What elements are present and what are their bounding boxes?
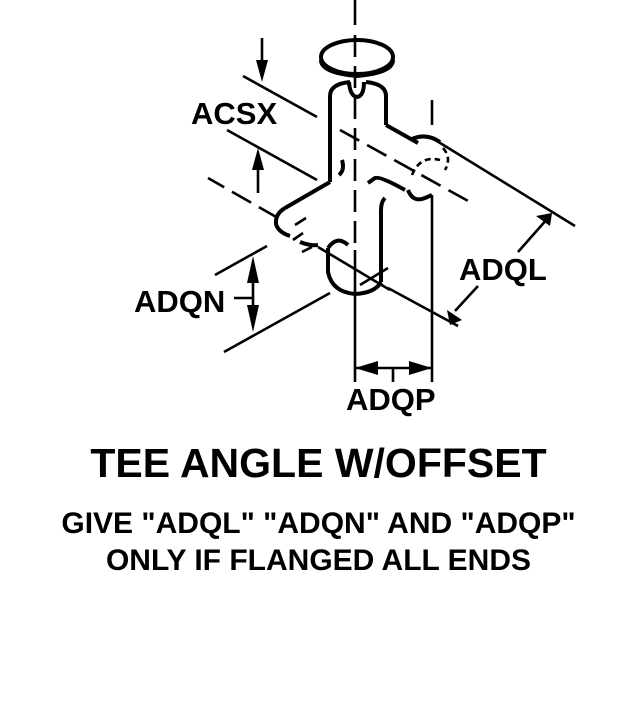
main-pipe bbox=[328, 80, 388, 182]
left-branch bbox=[273, 180, 332, 254]
adql-dimension bbox=[387, 136, 576, 328]
top-flange bbox=[319, 38, 395, 100]
label-adql: ADQL bbox=[459, 252, 547, 287]
note-line-2: ONLY IF FLANGED ALL ENDS bbox=[105, 544, 532, 577]
adqp-dimension bbox=[353, 250, 434, 382]
offset-leg bbox=[326, 196, 387, 297]
label-acsx: ACSX bbox=[191, 96, 277, 131]
part-title: TEE ANGLE W/OFFSET bbox=[90, 440, 547, 486]
tee-angle-drawing: ACSX ADQN ADQL ADQP bbox=[134, 0, 576, 417]
acsx-dimension bbox=[226, 38, 318, 193]
label-adqp: ADQP bbox=[346, 382, 436, 417]
label-adqn: ADQN bbox=[134, 284, 225, 319]
note-line-1: GIVE "ADQL" "ADQN" AND "ADQP" bbox=[61, 507, 576, 540]
adqn-dimension bbox=[214, 244, 331, 354]
